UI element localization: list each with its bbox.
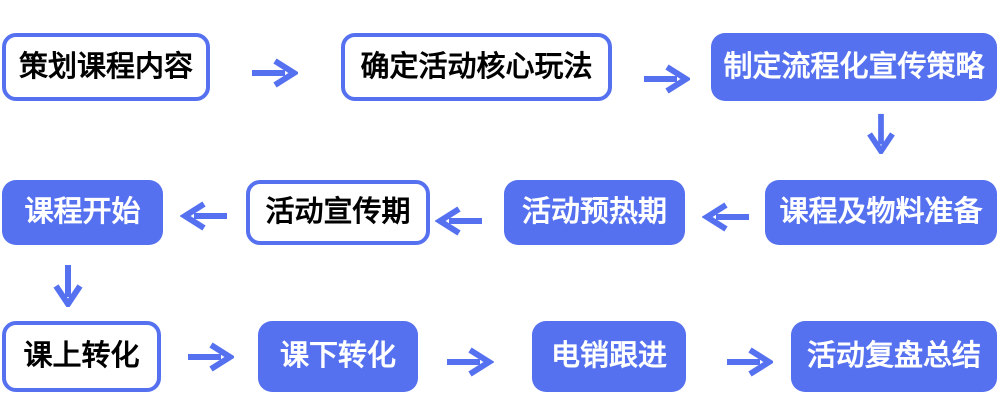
node-course-and-material-preparation: 课程及物料准备 (765, 180, 997, 245)
arrow-right-icon (444, 346, 494, 378)
arrow-right-icon (725, 346, 773, 378)
node-activity-review-summary: 活动复盘总结 (791, 321, 997, 392)
node-plan-course-content: 策划课程内容 (2, 33, 210, 101)
node-telesales-follow-up: 电销跟进 (532, 321, 686, 392)
arrow-right-icon (250, 57, 298, 89)
node-course-start: 课程开始 (2, 180, 163, 245)
node-create-streamlined-promotion-strategy: 制定流程化宣传策略 (711, 33, 997, 101)
node-define-core-gameplay: 确定活动核心玩法 (341, 33, 612, 101)
node-activity-warmup-period: 活动预热期 (504, 180, 685, 245)
node-in-class-conversion: 课上转化 (2, 321, 161, 392)
arrow-right-icon (642, 63, 690, 95)
arrow-left-icon (435, 205, 485, 237)
arrow-down-icon (866, 112, 896, 154)
node-activity-promotion-period: 活动宣传期 (246, 180, 430, 245)
arrow-right-icon (186, 341, 234, 373)
arrow-left-icon (180, 200, 230, 232)
node-after-class-conversion: 课下转化 (258, 321, 418, 392)
arrow-down-icon (53, 263, 83, 307)
arrow-left-icon (702, 201, 752, 233)
